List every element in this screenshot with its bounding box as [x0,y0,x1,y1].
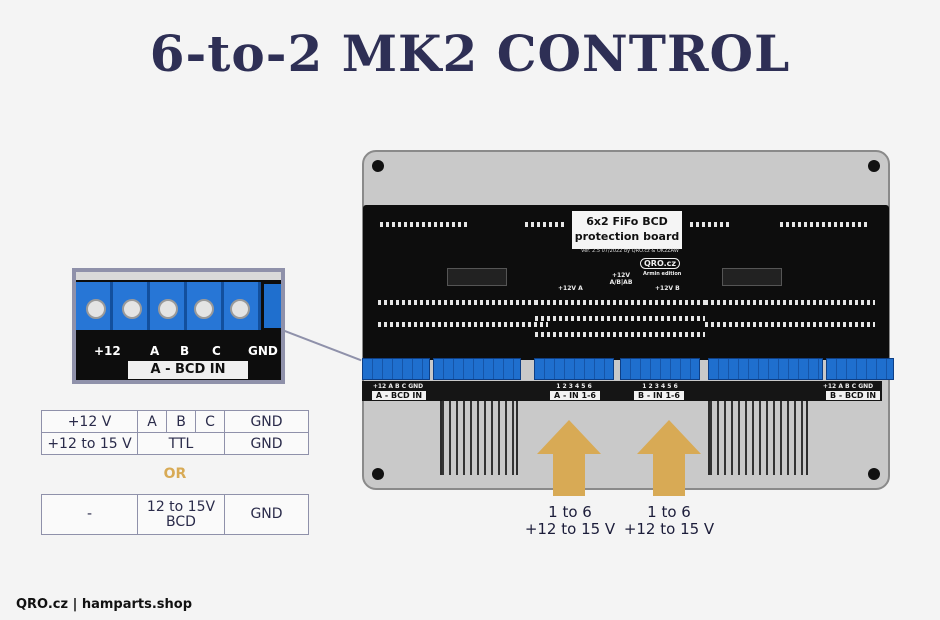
inset-pin-c: C [212,344,221,358]
component-row [378,322,548,327]
strip-pins-b-in: 1 2 3 4 5 6 [642,383,678,390]
table-cell: GND [224,432,309,455]
page-title: 6-to-2 MK2 CONTROL [149,24,791,83]
zoom-connector-line [284,330,362,362]
arrow-caption-a-line1: 1 to 6 [548,503,592,521]
table-cell: GND [224,494,309,535]
arrow-caption-a: 1 to 6 +12 to 15 V [515,504,625,538]
screw-icon [158,299,178,319]
terminal-block-b-out [708,358,823,380]
board-label-line2: protection board [574,230,680,243]
table-cell: B [166,410,196,433]
component-row [535,316,705,321]
board-label: 6x2 FiFo BCD protection board [572,211,682,249]
strip-pins-a-in: 1 2 3 4 5 6 [556,383,592,390]
strip-name-b-in: B - IN 1-6 [634,391,684,400]
screw-icon [372,160,384,172]
arrow-caption-b-line1: 1 to 6 [647,503,691,521]
component-row [780,222,870,227]
arrow-caption-b-line2: +12 to 15 V [623,520,715,538]
ic-chip-left [447,268,507,286]
table-row: +12 to 15 V TTL GND [41,432,309,455]
terminal-block-b-bcd [826,358,894,380]
wire-bundle-left [440,400,518,475]
board-version: ver. 2.5 07/2022 by QRO.cz & OK2ZAW [581,248,679,254]
strip-name-a-bcd: A - BCD IN [372,391,426,400]
component-row [535,300,705,305]
table-cell: C [195,410,225,433]
qro-logo: QRO.cz [640,258,681,269]
table-cell: +12 to 15 V [41,432,138,455]
table-cell-line1: 12 to 15V [146,498,216,515]
terminal-block-a-out [433,358,521,380]
table-cell: - [41,494,138,535]
screw-icon [194,299,214,319]
component-row [525,222,565,227]
screw-icon [372,468,384,480]
arrow-caption-a-line2: +12 to 15 V [524,520,616,538]
arrow-up-icon [637,420,701,496]
power-label-a: +12V A [558,285,583,292]
power-label-ab: +12V A/B|AB [609,272,633,286]
table-cell: GND [224,410,309,433]
table-cell: 12 to 15V BCD [137,494,225,535]
screw-icon [230,299,250,319]
terminal-block-b-in [620,358,700,380]
component-row [705,300,875,305]
screw-icon [868,468,880,480]
pinout-table: +12 V A B C GND +12 to 15 V TTL GND [41,410,309,455]
component-row [378,300,548,305]
table-row: +12 V A B C GND [41,410,309,433]
inset-pin-12: +12 [94,344,121,358]
terminal-label-strip [362,381,882,401]
strip-name-a-in: A - IN 1-6 [550,391,600,400]
terminal-block-a-bcd [362,358,430,380]
component-row [705,322,875,327]
board-label-line1: 6x2 FiFo BCD [586,215,668,228]
strip-name-b-bcd: B - BCD IN [826,391,880,400]
or-label: OR [163,466,187,482]
component-row [690,222,730,227]
edition-label: Armin edition [643,271,682,277]
power-label-b: +12V B [655,285,680,292]
inset-pin-a: A [150,344,160,358]
strip-pins-b-bcd: +12 A B C GND [822,383,874,390]
table-cell: +12 V [41,410,138,433]
table-cell: TTL [137,432,225,455]
strip-pins-a-bcd: +12 A B C GND [372,383,424,390]
arrow-up-icon [537,420,601,496]
pinout-table-alt: - 12 to 15V BCD GND [41,494,309,535]
inset-name: A - BCD IN [128,361,248,379]
terminal-block-a-in [534,358,614,380]
component-row [535,332,705,337]
table-cell-line2: BCD [166,513,196,530]
screw-icon [86,299,106,319]
screw-icon [122,299,142,319]
table-row: - 12 to 15V BCD GND [41,494,309,535]
inset-pin-gnd: GND [248,344,278,358]
component-row [380,222,470,227]
wire-bundle-right [708,400,808,475]
zoom-inset: +12 A B C GND A - BCD IN [72,268,285,384]
table-cell: A [137,410,167,433]
screw-icon [868,160,880,172]
footer-credit: QRO.cz | hamparts.shop [16,597,193,612]
arrow-caption-b: 1 to 6 +12 to 15 V [614,504,724,538]
inset-pin-b: B [180,344,190,358]
ic-chip-right [722,268,782,286]
